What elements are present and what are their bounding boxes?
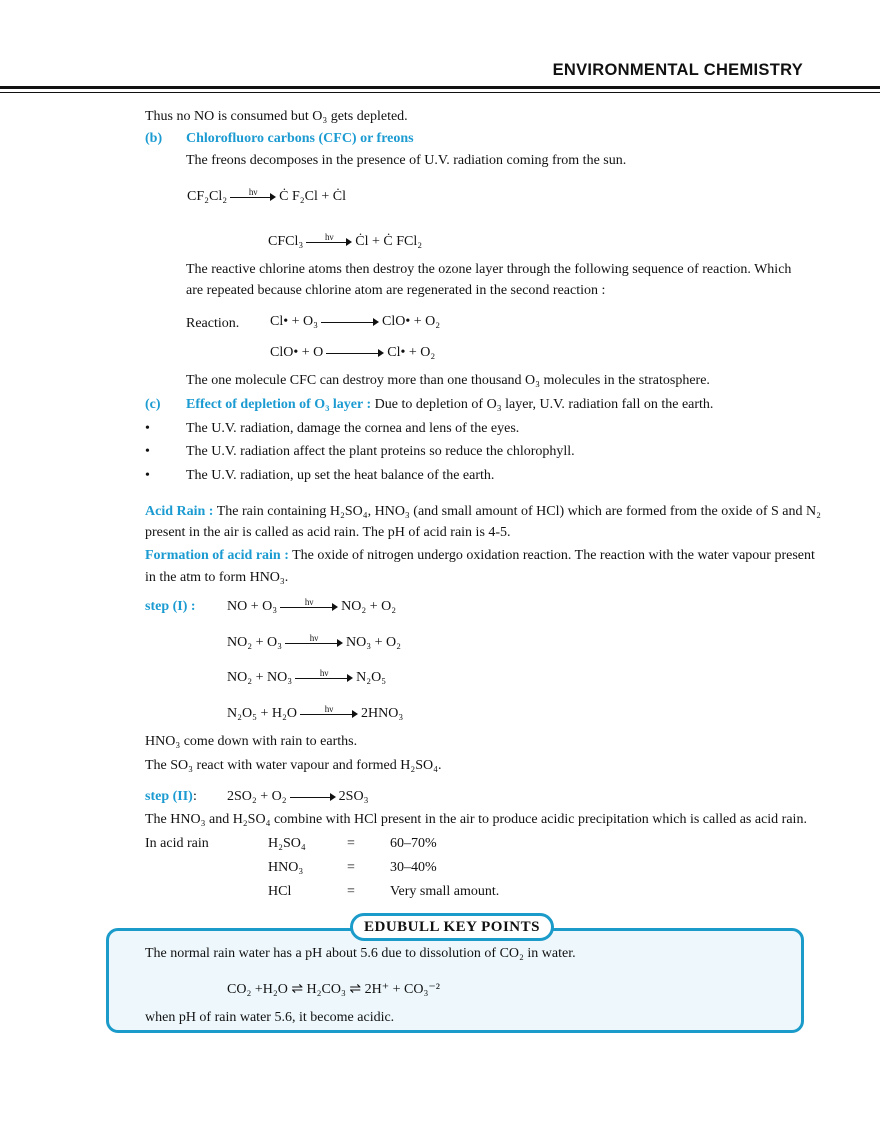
equation: 2SO₂ + O₂ 2SO₃	[227, 788, 368, 806]
eq-left: 2SO₂ + O₂	[227, 789, 287, 804]
arrow-icon: hν	[299, 704, 358, 719]
text-line: present in the air is called as acid rai…	[145, 525, 511, 540]
section-title-c: Effect of depletion of O₃ layer :	[186, 397, 372, 412]
arrow-label: hν	[309, 632, 319, 643]
section-c-line: Effect of depletion of O₃ layer : Due to…	[186, 396, 713, 414]
eq-left: N₂O₅ + H₂O	[227, 706, 297, 721]
arrow-icon	[326, 348, 385, 358]
arrow-label: hν	[324, 231, 334, 242]
header-rule	[0, 86, 880, 89]
step2-colon: :	[193, 789, 197, 804]
eq-right: NO₂ + O₂	[341, 599, 397, 614]
comp-eq: =	[347, 860, 355, 875]
arrow-icon: hν	[280, 597, 339, 612]
header-title: ENVIRONMENTAL CHEMISTRY	[552, 61, 803, 79]
bullet-item: The U.V. radiation, up set the heat bala…	[186, 468, 495, 483]
eq-left: NO₂ + O₃	[227, 635, 282, 650]
text: Due to depletion of O₃ layer, U.V. radia…	[371, 397, 714, 412]
eq-right: N₂O₅	[356, 670, 387, 685]
comp-value: Very small amount.	[390, 884, 500, 899]
text-line: in the atm to form HNO₃.	[145, 570, 289, 585]
eq-left: Cl• + O₃	[270, 314, 319, 329]
equation: NO₂ + NO₃ hν N₂O₅	[227, 668, 387, 687]
bullet-item: The U.V. radiation affect the plant prot…	[186, 444, 575, 459]
bullet-icon: •	[145, 421, 150, 436]
bullet-item: The U.V. radiation, damage the cornea an…	[186, 421, 520, 436]
formation-para: Formation of acid rain : The oxide of ni…	[145, 547, 815, 565]
text-line: The HNO₃ and H₂SO₄ combine with HCl pres…	[145, 812, 807, 827]
arrow-label: hν	[319, 667, 329, 678]
comp-key: HNO₃	[268, 860, 304, 875]
eq-right: NO₃ + O₂	[346, 635, 401, 650]
comp-value: 30–40%	[390, 860, 437, 875]
eq-right: ClO• + O₂	[382, 314, 441, 329]
bullet-icon: •	[145, 468, 150, 483]
reaction-label: Reaction.	[186, 316, 240, 331]
header-rule-thin	[0, 92, 880, 93]
arrow-icon: hν	[306, 232, 353, 247]
text-line: The reactive chlorine atoms then destroy…	[186, 262, 792, 277]
key-points-title: EDUBULL KEY POINTS	[350, 913, 554, 941]
text-line: HNO₃ come down with rain to earths.	[145, 734, 358, 749]
eq-left: NO₂ + NO₃	[227, 670, 293, 685]
formation-title: Formation of acid rain :	[145, 548, 289, 563]
section-label-b: (b)	[145, 131, 163, 146]
acid-rain-para: Acid Rain : The rain containing H₂SO₄, H…	[145, 503, 821, 521]
eq-right: Cl• + O₂	[387, 345, 436, 360]
eq-left: CF₂Cl₂	[187, 189, 228, 204]
arrow-icon	[289, 792, 336, 802]
section-c: (c)	[145, 396, 161, 414]
arrow-icon: hν	[230, 187, 277, 202]
comp-key: HCl	[268, 884, 292, 899]
text-line: The one molecule CFC can destroy more th…	[186, 373, 710, 388]
comp-value: 60–70%	[390, 836, 437, 851]
equation: ClO• + O Cl• + O₂	[270, 344, 435, 362]
equation: NO₂ + O₃ hν NO₃ + O₂	[227, 633, 401, 652]
comp-eq: =	[347, 884, 355, 899]
arrow-label: hν	[324, 703, 334, 714]
eq-left: ClO• + O	[270, 345, 324, 360]
eq-right: Ċ F₂Cl + Ċl	[279, 189, 346, 204]
equation: N₂O₅ + H₂O hν 2HNO₃	[227, 704, 404, 723]
equation: NO + O₃ hν NO₂ + O₂	[227, 597, 397, 616]
equation: CF₂Cl₂ hν Ċ F₂Cl + Ċl	[187, 187, 346, 206]
equation: CFCl₃ hν Ċl + Ċ FCl₂	[268, 232, 423, 251]
section-label-c: (c)	[145, 397, 161, 412]
step1-label: step (I) :	[145, 599, 196, 614]
acid-rain-title: Acid Rain :	[145, 504, 214, 519]
arrow-label: hν	[304, 596, 314, 607]
eq-right: 2SO₃	[338, 789, 369, 804]
text-line: The freons decomposes in the presence of…	[186, 153, 627, 168]
key-point-equation: CO₂ +H₂O ⇌ H₂CO₃ ⇌ 2H⁺ + CO₃⁻²	[227, 982, 440, 997]
eq-left: CFCl₃	[268, 234, 304, 249]
section-title-b: Chlorofluoro carbons (CFC) or freons	[186, 131, 414, 146]
equation: Cl• + O₃ ClO• + O₂	[270, 313, 440, 331]
comp-eq: =	[347, 836, 355, 851]
bullet-icon: •	[145, 444, 150, 459]
comp-key: H₂SO₄	[268, 836, 306, 851]
in-acid-rain-label: In acid rain	[145, 836, 209, 851]
arrow-icon: hν	[285, 633, 343, 648]
key-point-text: The normal rain water has a pH about 5.6…	[145, 946, 576, 961]
arrow-label: hν	[248, 186, 258, 197]
eq-left: NO + O₃	[227, 599, 278, 614]
step2-label: step (II)	[145, 789, 193, 804]
eq-right: Ċl + Ċ FCl₂	[355, 234, 423, 249]
text: The oxide of nitrogen undergo oxidation …	[288, 548, 815, 563]
key-point-text: when pH of rain water 5.6, it become aci…	[145, 1010, 395, 1025]
eq-right: 2HNO₃	[360, 706, 404, 721]
arrow-icon	[321, 317, 380, 327]
text-line: Thus no NO is consumed but O₃ gets deple…	[145, 109, 408, 124]
text-line: The SO₃ react with water vapour and form…	[145, 758, 442, 773]
arrow-icon: hν	[295, 668, 354, 683]
text-line: are repeated because chlorine atom are r…	[186, 283, 606, 298]
text: The rain containing H₂SO₄, HNO₃ (and sma…	[213, 504, 821, 519]
